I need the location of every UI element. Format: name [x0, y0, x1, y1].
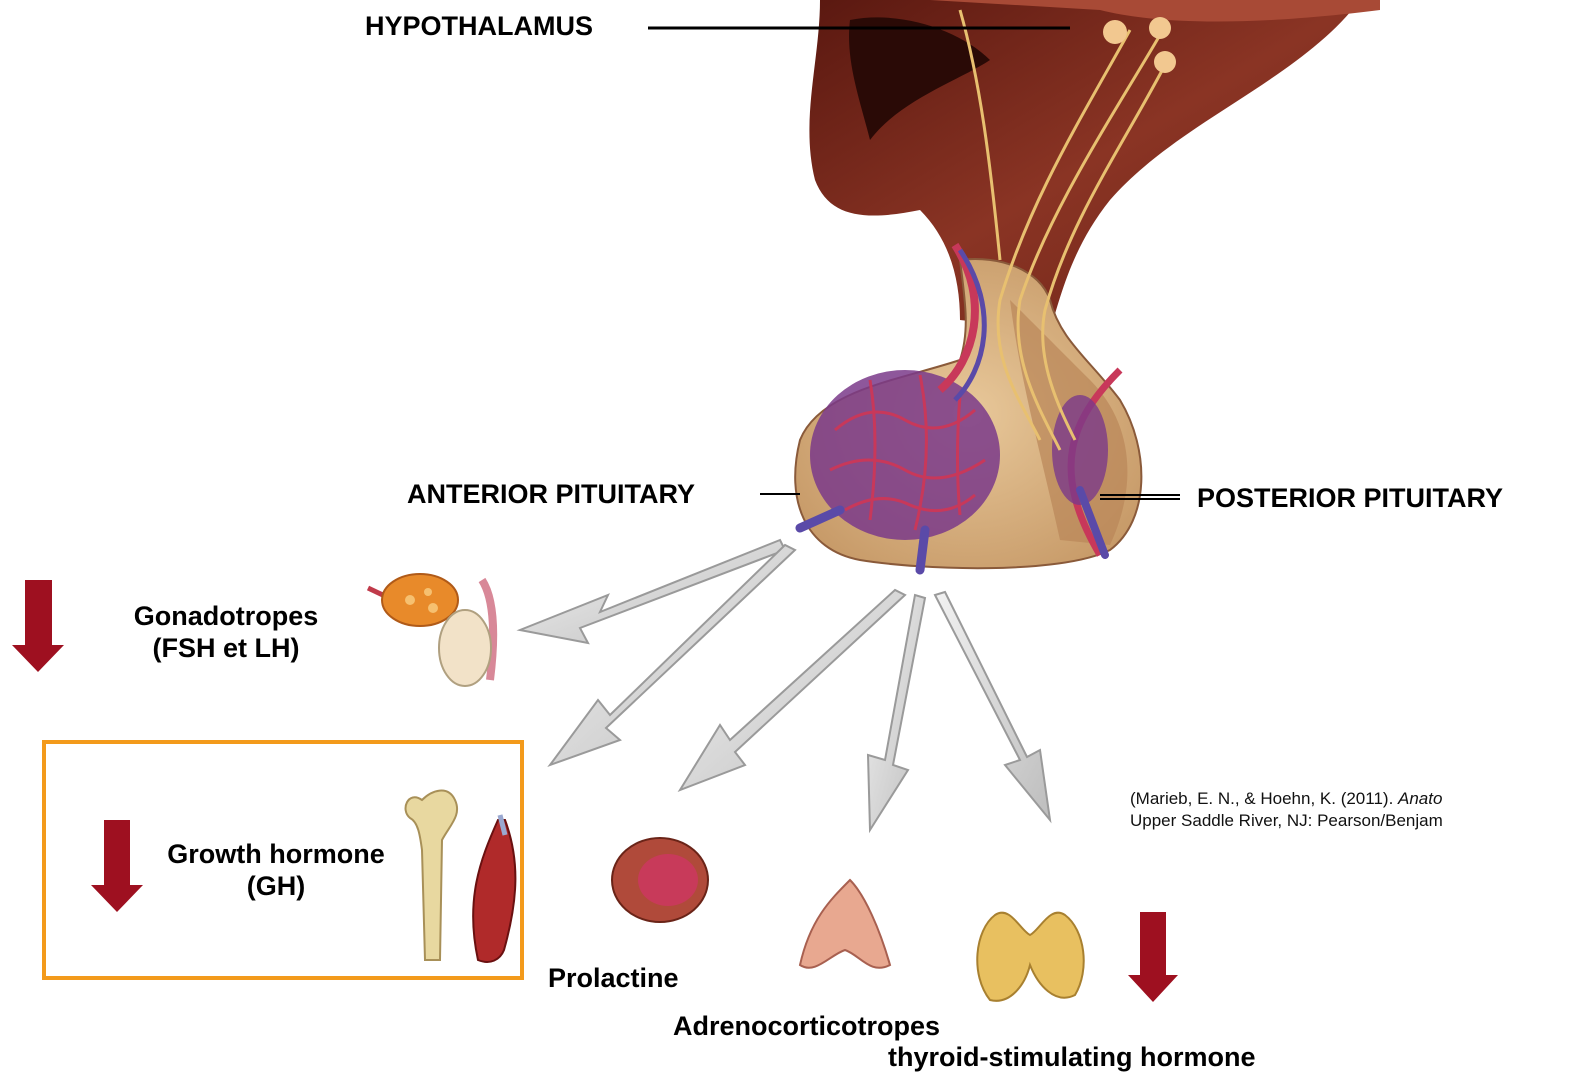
label-hypothalamus: HYPOTHALAMUS — [365, 10, 593, 42]
label-thyroid-stimulating-hormone: thyroid-stimulating hormone — [888, 1041, 1256, 1073]
reference-line-1: (Marieb, E. N., & Hoehn, K. (2011). Anat… — [1130, 788, 1575, 810]
label-anterior-pituitary: ANTERIOR PITUITARY — [407, 478, 695, 510]
growth-line-2: (GH) — [145, 870, 407, 902]
breast-tissue-icon — [612, 838, 708, 922]
decrease-arrow-thyroid — [1128, 912, 1178, 1002]
label-gonadotropes: Gonadotropes (FSH et LH) — [110, 600, 342, 665]
label-adrenocorticotropes: Adrenocorticotropes — [673, 1010, 940, 1042]
growth-line-1: Growth hormone — [145, 838, 407, 870]
reference-line-2: Upper Saddle River, NJ: Pearson/Benjam — [1130, 810, 1575, 832]
arrow-to-thyroid — [935, 592, 1050, 820]
arrow-to-adrenal — [868, 595, 925, 830]
adrenal-gland-icon — [800, 880, 890, 968]
label-growth-hormone: Growth hormone (GH) — [145, 838, 407, 903]
gonadotropes-line-2: (FSH et LH) — [110, 632, 342, 664]
label-prolactine: Prolactine — [548, 962, 679, 994]
gonadotropes-line-1: Gonadotropes — [110, 600, 342, 632]
hypothalamus-tissue — [809, 0, 1380, 330]
ovary-icon — [368, 574, 458, 626]
reference-citation: (Marieb, E. N., & Hoehn, K. (2011). Anat… — [1130, 788, 1575, 832]
label-posterior-pituitary: POSTERIOR PITUITARY — [1197, 482, 1503, 514]
thyroid-gland-icon — [977, 913, 1083, 1001]
decrease-arrow-gonadotropes — [12, 580, 64, 672]
arrow-to-growth — [550, 545, 795, 765]
